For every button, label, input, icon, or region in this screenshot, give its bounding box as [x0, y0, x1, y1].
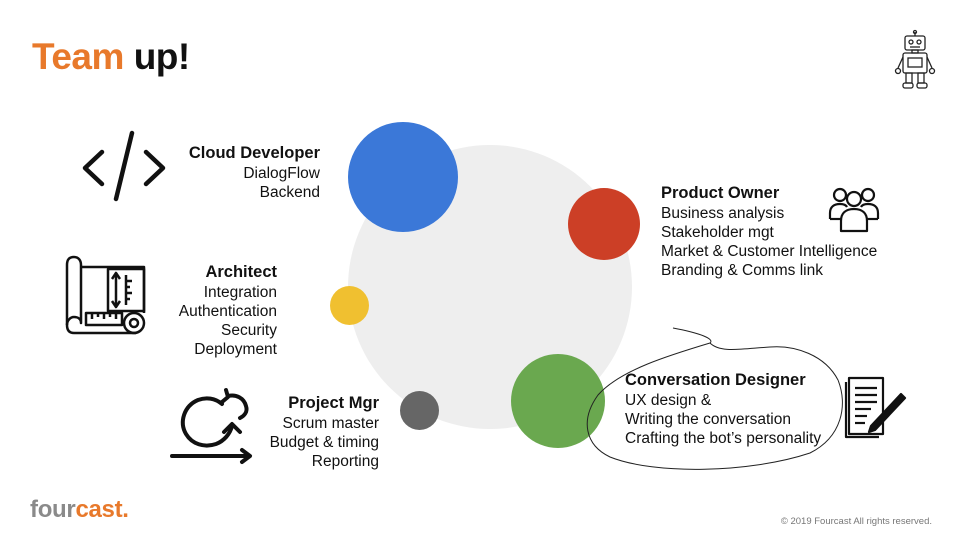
- role-project-mgr: Project Mgr Scrum master Budget & timing…: [270, 393, 379, 471]
- role-line: Market & Customer Intelligence: [661, 243, 878, 260]
- blueprint-icon: [65, 255, 146, 335]
- role-cloud-developer: Cloud Developer DialogFlow Backend: [189, 143, 320, 202]
- role-line: Business analysis: [661, 205, 785, 222]
- role-title: Project Mgr: [288, 394, 379, 412]
- role-title: Product Owner: [661, 184, 780, 202]
- copyright-notice: © 2019 Fourcast All rights reserved.: [780, 516, 932, 527]
- fourcast-logo: fourcast.: [30, 496, 129, 524]
- role-architect: Architect Integration Authentication Sec…: [179, 262, 277, 359]
- role-line: DialogFlow: [243, 165, 320, 182]
- role-line: Deployment: [194, 341, 277, 358]
- logo-part-four: four: [30, 496, 76, 523]
- slide-title-accent: Team: [32, 36, 124, 77]
- role-title: Architect: [205, 263, 277, 281]
- role-line: Budget & timing: [269, 434, 379, 451]
- red-circle: [568, 188, 640, 260]
- yellow-circle: [330, 286, 369, 325]
- cycle-arrows-icon: [170, 388, 252, 464]
- gray-circle: [400, 391, 439, 430]
- green-circle: [511, 354, 605, 448]
- blue-circle: [348, 122, 458, 232]
- slide-title: Team up!: [32, 36, 190, 78]
- role-line: Backend: [259, 184, 320, 201]
- document-pen-icon: [844, 376, 907, 439]
- role-line: Scrum master: [282, 415, 379, 432]
- role-product-owner: Product Owner Business analysis Stakehol…: [661, 183, 877, 280]
- role-line: Crafting the bot’s personality: [625, 430, 822, 447]
- role-conversation-designer: Conversation Designer UX design & Writin…: [625, 370, 821, 448]
- logo-part-cast: cast.: [75, 496, 129, 523]
- scribble-loop-icon: [586, 327, 843, 470]
- role-line: Writing the conversation: [625, 411, 791, 428]
- role-line: Stakeholder mgt: [661, 224, 774, 241]
- role-line: UX design &: [625, 392, 712, 409]
- slide-title-rest: up!: [133, 36, 191, 77]
- role-line: Integration: [203, 284, 277, 301]
- role-line: Branding & Comms link: [661, 262, 823, 279]
- people-group-icon: [828, 187, 880, 233]
- role-line: Authentication: [178, 303, 277, 320]
- role-title: Cloud Developer: [188, 144, 320, 162]
- role-line: Reporting: [311, 453, 379, 470]
- role-line: Security: [221, 322, 277, 339]
- role-title: Conversation Designer: [625, 371, 806, 389]
- code-icon: [82, 130, 166, 202]
- robot-icon: [894, 29, 936, 89]
